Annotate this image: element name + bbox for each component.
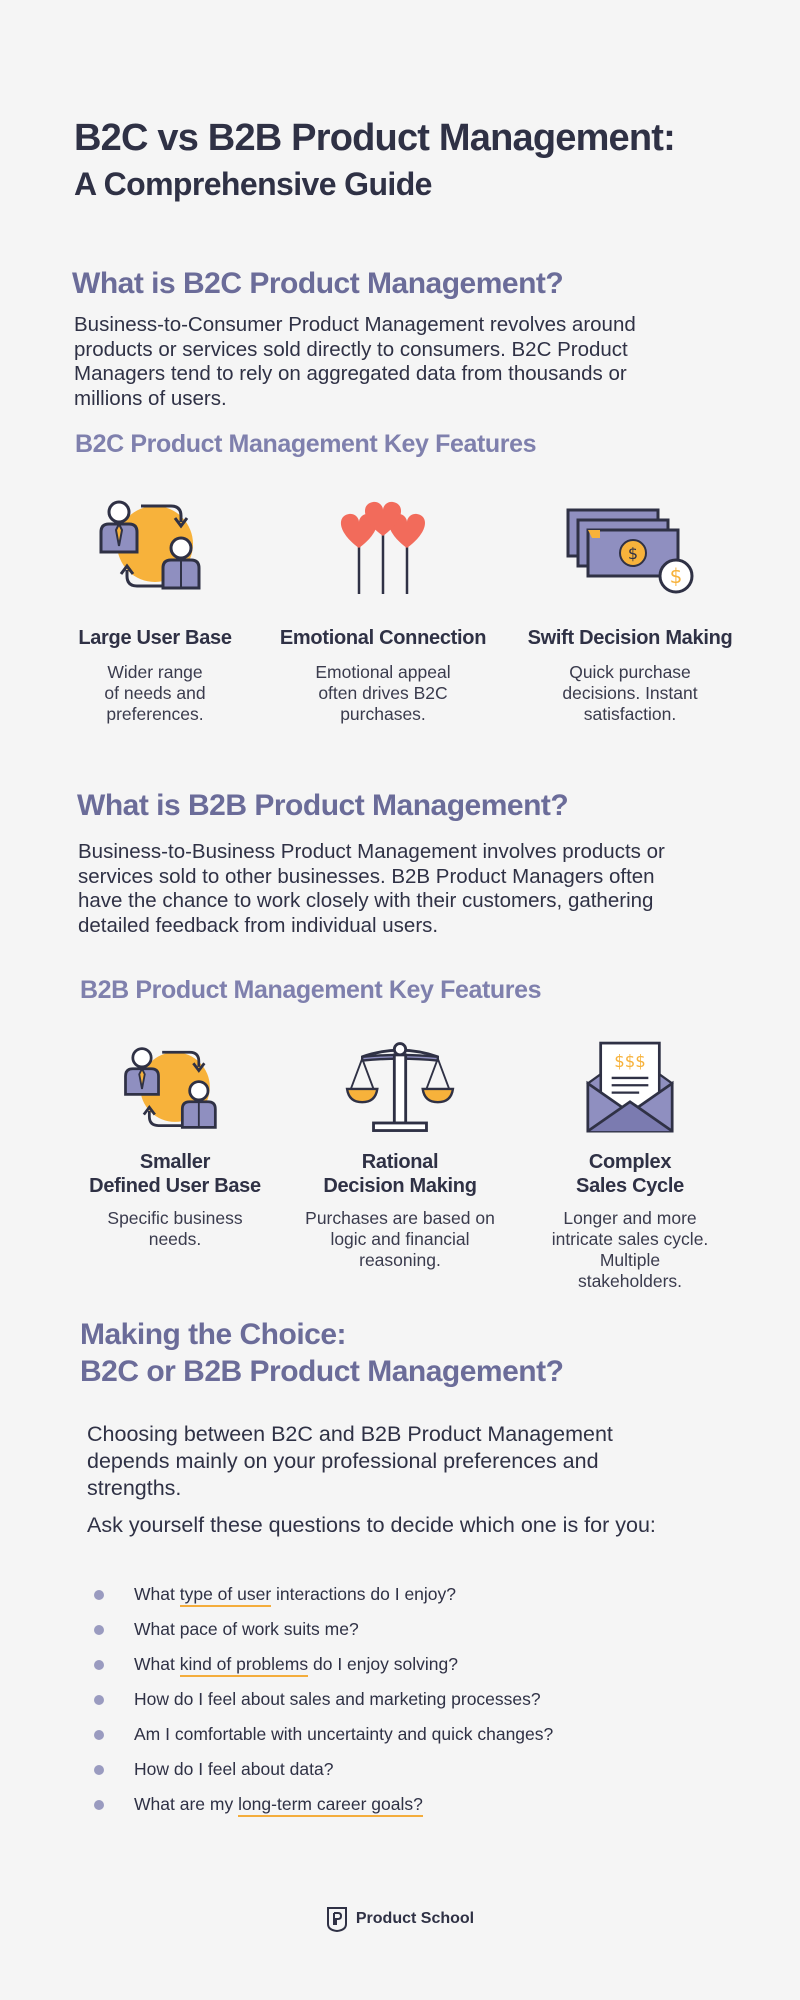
page-title: B2C vs B2B Product Management:	[74, 117, 676, 159]
feature-title: Swift Decision Making	[527, 627, 733, 649]
choice-paragraph: Choosing between B2C and B2B Product Man…	[87, 1422, 613, 1500]
list-item: What kind of problems do I enjoy solving…	[94, 1652, 754, 1687]
bullet-icon	[94, 1800, 104, 1810]
money-bills-icon: $ $	[566, 508, 694, 594]
questions-list: What type of user interactions do I enjo…	[94, 1582, 754, 1827]
product-school-logo-icon	[326, 1907, 347, 1932]
b2c-feature-large-user-base: Large User Base Wider range of needs and…	[60, 490, 250, 725]
heart-balloons-icon	[340, 501, 426, 594]
b2b-features-heading: B2B Product Management Key Features	[80, 976, 542, 1004]
bullet-icon	[94, 1765, 104, 1775]
feature-title: Complex Sales Cycle	[576, 1151, 684, 1197]
b2b-feature-complex-sales-cycle: $$$ Complex Sales Cycle Longer and more …	[530, 1036, 730, 1292]
envelope-invoice-icon: $$$	[586, 1041, 674, 1133]
svg-text:$: $	[670, 564, 683, 588]
choice-ask: Ask yourself these questions to decide w…	[87, 1513, 656, 1537]
footer-brand[interactable]: Product School	[326, 1906, 474, 1932]
list-item: What pace of work suits me?	[94, 1617, 754, 1652]
feature-description: Emotional appeal often drives B2C purcha…	[315, 662, 451, 724]
feature-description: Quick purchase decisions. Instant satisf…	[562, 662, 698, 724]
feature-title: Emotional Connection	[279, 627, 487, 649]
b2c-features-heading: B2C Product Management Key Features	[75, 430, 537, 458]
users-exchange-icon	[99, 500, 201, 590]
feature-description: Wider range of needs and preferences.	[104, 662, 206, 724]
balance-scale-icon	[345, 1042, 455, 1132]
list-item: How do I feel about data?	[94, 1757, 754, 1792]
users-exchange-icon	[124, 1047, 217, 1129]
feature-title: Smaller Defined User Base	[89, 1151, 261, 1197]
page-subtitle: A Comprehensive Guide	[74, 166, 432, 202]
feature-description: Purchases are based on logic and financi…	[305, 1208, 495, 1270]
bullet-icon	[94, 1625, 104, 1635]
feature-title: Rational Decision Making	[323, 1151, 477, 1197]
feature-description: Specific business needs.	[107, 1208, 243, 1249]
list-item: Am I comfortable with uncertainty and qu…	[94, 1722, 754, 1757]
choice-heading: Making the Choice: B2C or B2B Product Ma…	[80, 1318, 564, 1388]
b2c-feature-emotional-connection: Emotional Connection Emotional appeal of…	[268, 490, 498, 725]
bullet-icon	[94, 1590, 104, 1600]
footer: Product School	[0, 1906, 800, 1937]
brand-name: Product School	[355, 1910, 475, 1927]
b2c-heading: What is B2C Product Management?	[72, 267, 564, 300]
list-item: What are my long-term career goals?	[94, 1792, 754, 1827]
bullet-icon	[94, 1730, 104, 1740]
b2b-description: Business-to-Business Product Management …	[78, 840, 665, 937]
svg-text:$: $	[628, 544, 638, 563]
feature-title: Large User Base	[78, 627, 232, 649]
svg-text:$$$: $$$	[614, 1052, 646, 1071]
feature-description: Longer and more intricate sales cycle. M…	[551, 1208, 709, 1291]
b2b-heading: What is B2B Product Management?	[77, 789, 569, 822]
list-item: What type of user interactions do I enjo…	[94, 1582, 754, 1617]
b2c-feature-swift-decision-making: $ $ Swift Decision Making Quick purchase…	[515, 490, 745, 725]
b2b-feature-smaller-user-base: Smaller Defined User Base Specific busin…	[75, 1036, 275, 1250]
b2c-description: Business-to-Consumer Product Management …	[74, 313, 636, 410]
list-item: How do I feel about sales and marketing …	[94, 1687, 754, 1722]
bullet-icon	[94, 1695, 104, 1705]
bullet-icon	[94, 1660, 104, 1670]
b2b-feature-rational-decision-making: Rational Decision Making Purchases are b…	[290, 1036, 510, 1271]
